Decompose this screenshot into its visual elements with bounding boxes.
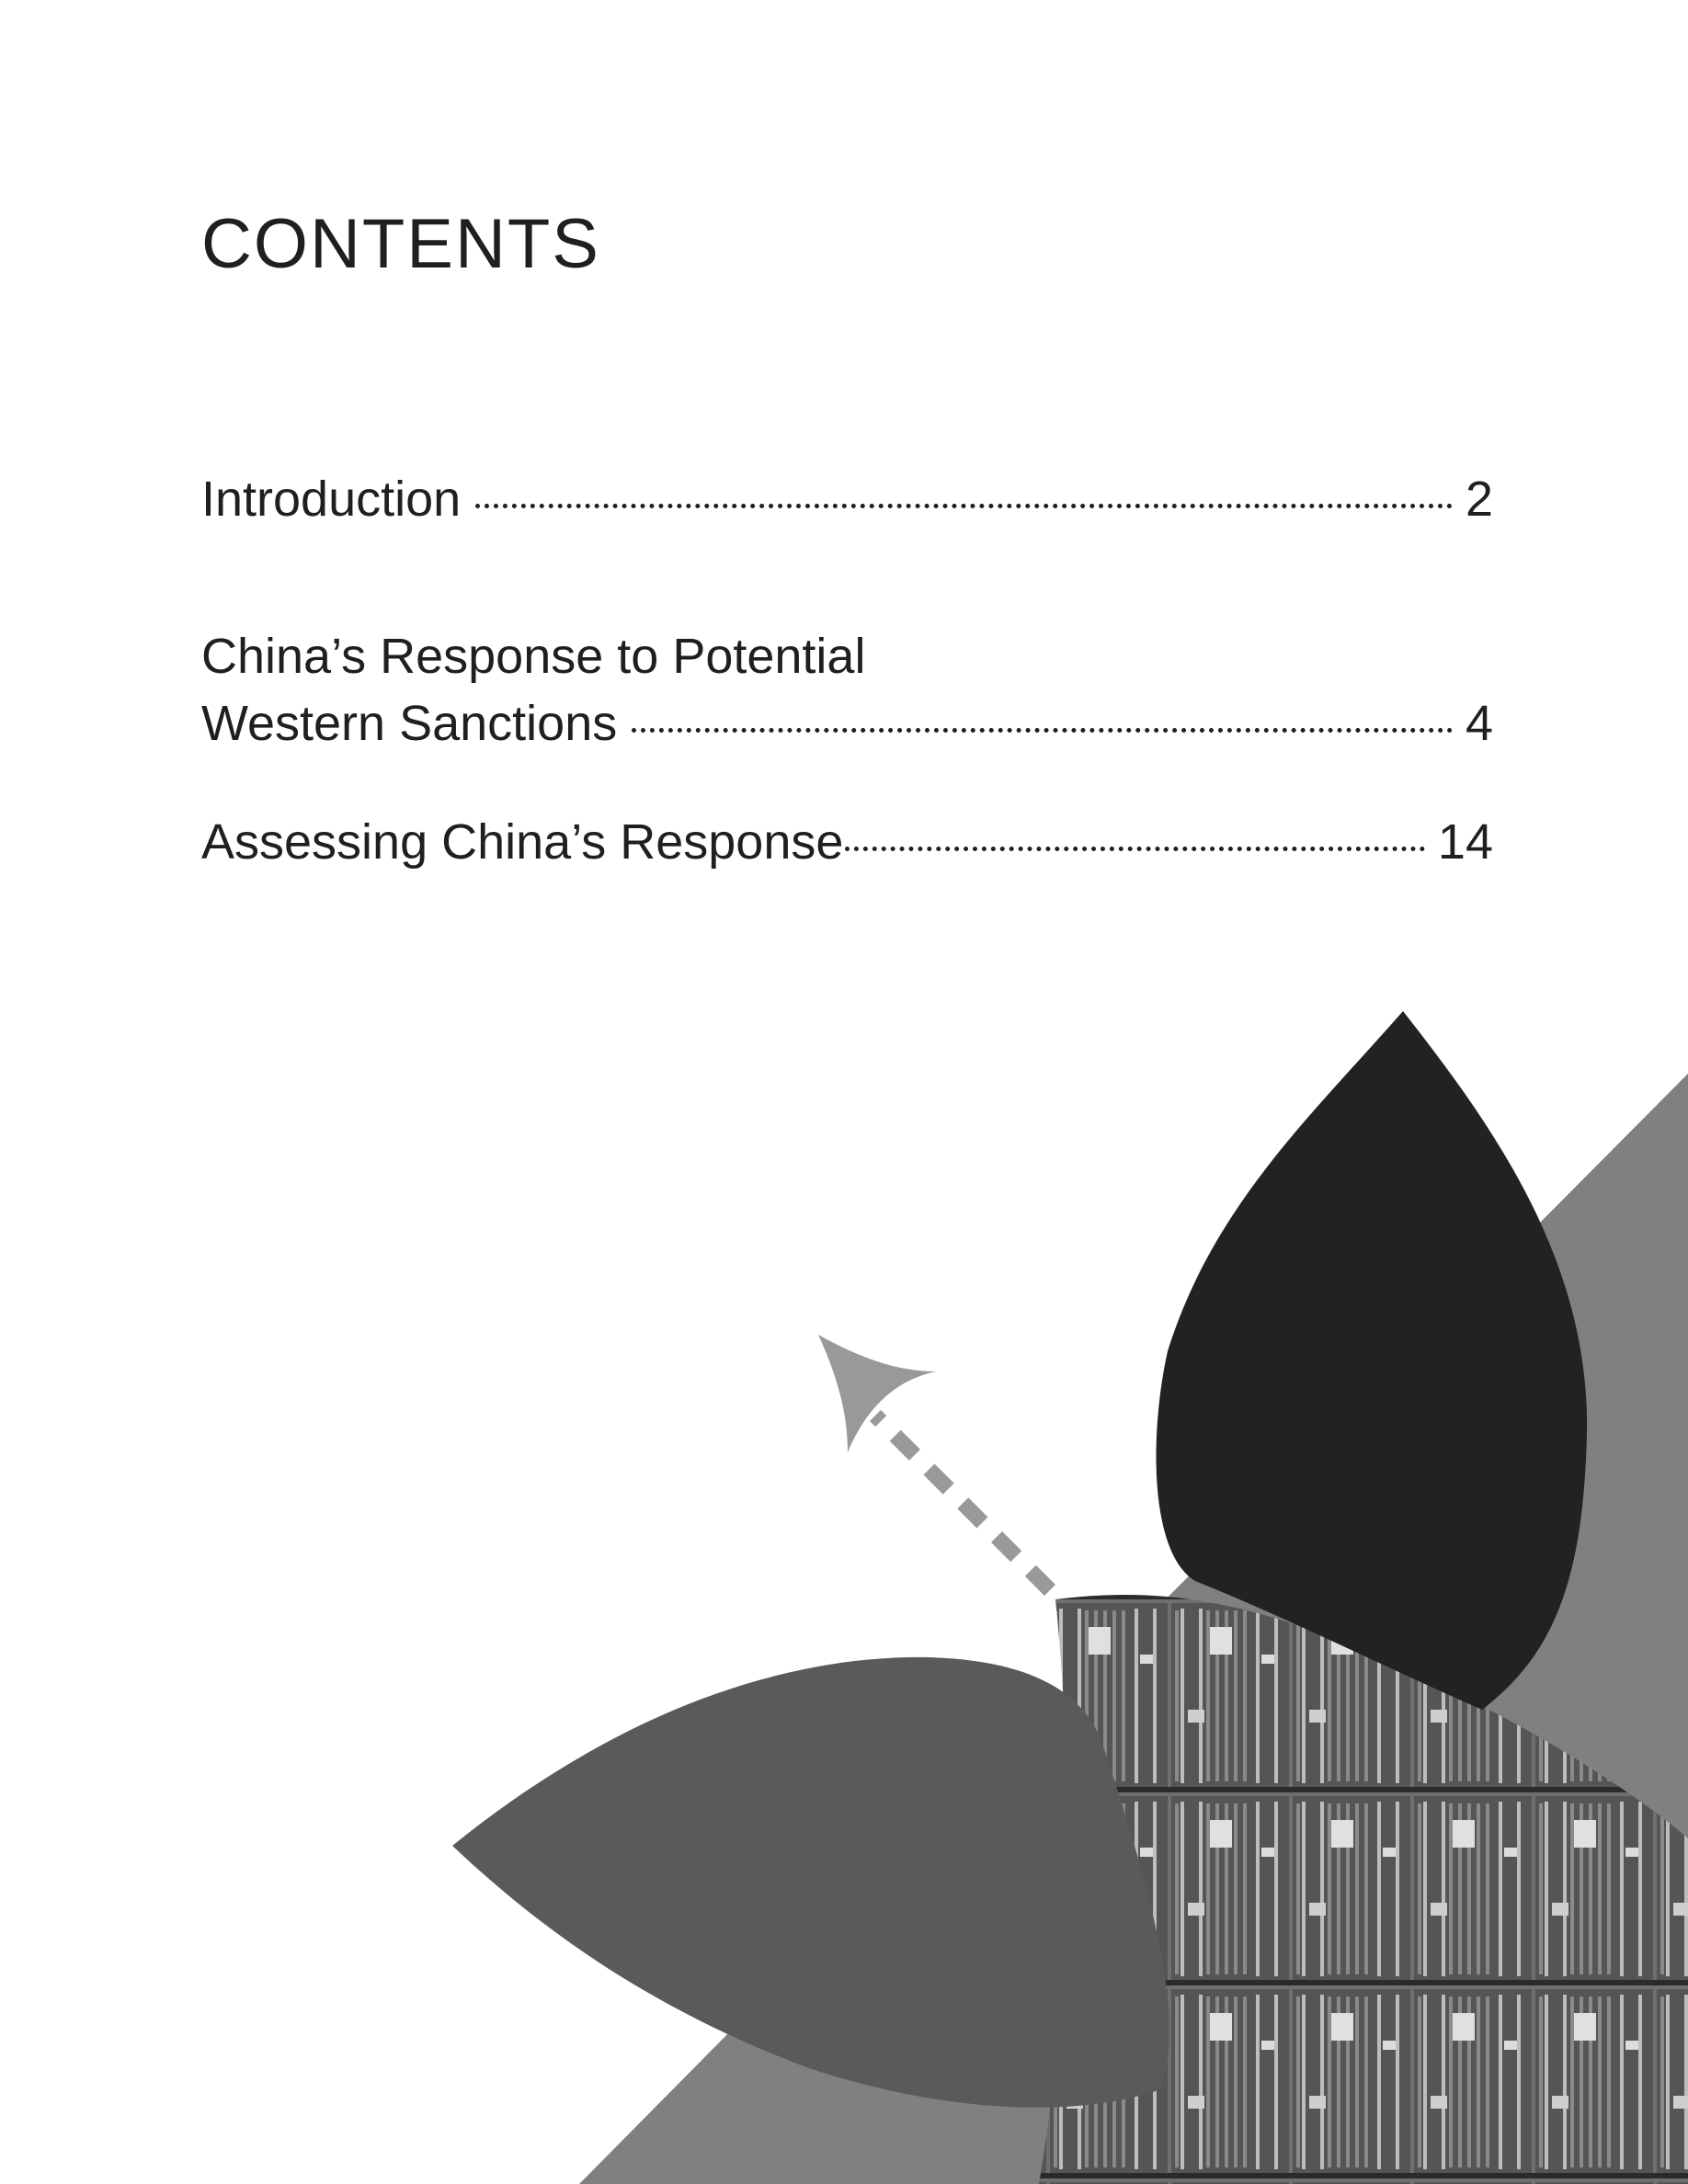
leaf-shape-dark bbox=[1156, 1011, 1588, 1710]
dot-leader bbox=[475, 504, 1453, 508]
leaf-shape-mid bbox=[452, 1656, 1169, 2108]
shipping-containers-photo bbox=[1039, 1594, 1688, 2184]
toc-entry-chinas-response[interactable]: China’s Response to Potential Western Sa… bbox=[201, 623, 1493, 757]
toc-page-number: 2 bbox=[1465, 472, 1493, 527]
triangle-shape-light-lower bbox=[579, 1691, 1066, 2184]
toc-entry-label: Assessing China’s Response bbox=[201, 814, 844, 870]
toc-page-number: 14 bbox=[1437, 814, 1493, 870]
table-of-contents: Introduction 2 China’s Response to Poten… bbox=[201, 0, 1493, 919]
toc-page-number: 4 bbox=[1465, 696, 1493, 751]
dot-leader bbox=[632, 728, 1453, 733]
toc-entry-assessing-response[interactable]: Assessing China’s Response 14 bbox=[201, 809, 1493, 876]
dot-leader bbox=[845, 847, 1425, 851]
toc-entry-label: China’s Response to Potential bbox=[201, 629, 866, 684]
toc-entry-label: Introduction bbox=[201, 472, 462, 527]
dashed-arrow-line bbox=[869, 1409, 1056, 1597]
triangle-shape-light bbox=[1140, 1074, 1688, 2184]
dashed-arrow-icon bbox=[818, 1335, 936, 1452]
page-title: CONTENTS bbox=[201, 205, 600, 283]
toc-entry-label-continued: Western Sanctions bbox=[201, 696, 618, 751]
toc-entry-introduction[interactable]: Introduction 2 bbox=[201, 466, 1493, 533]
